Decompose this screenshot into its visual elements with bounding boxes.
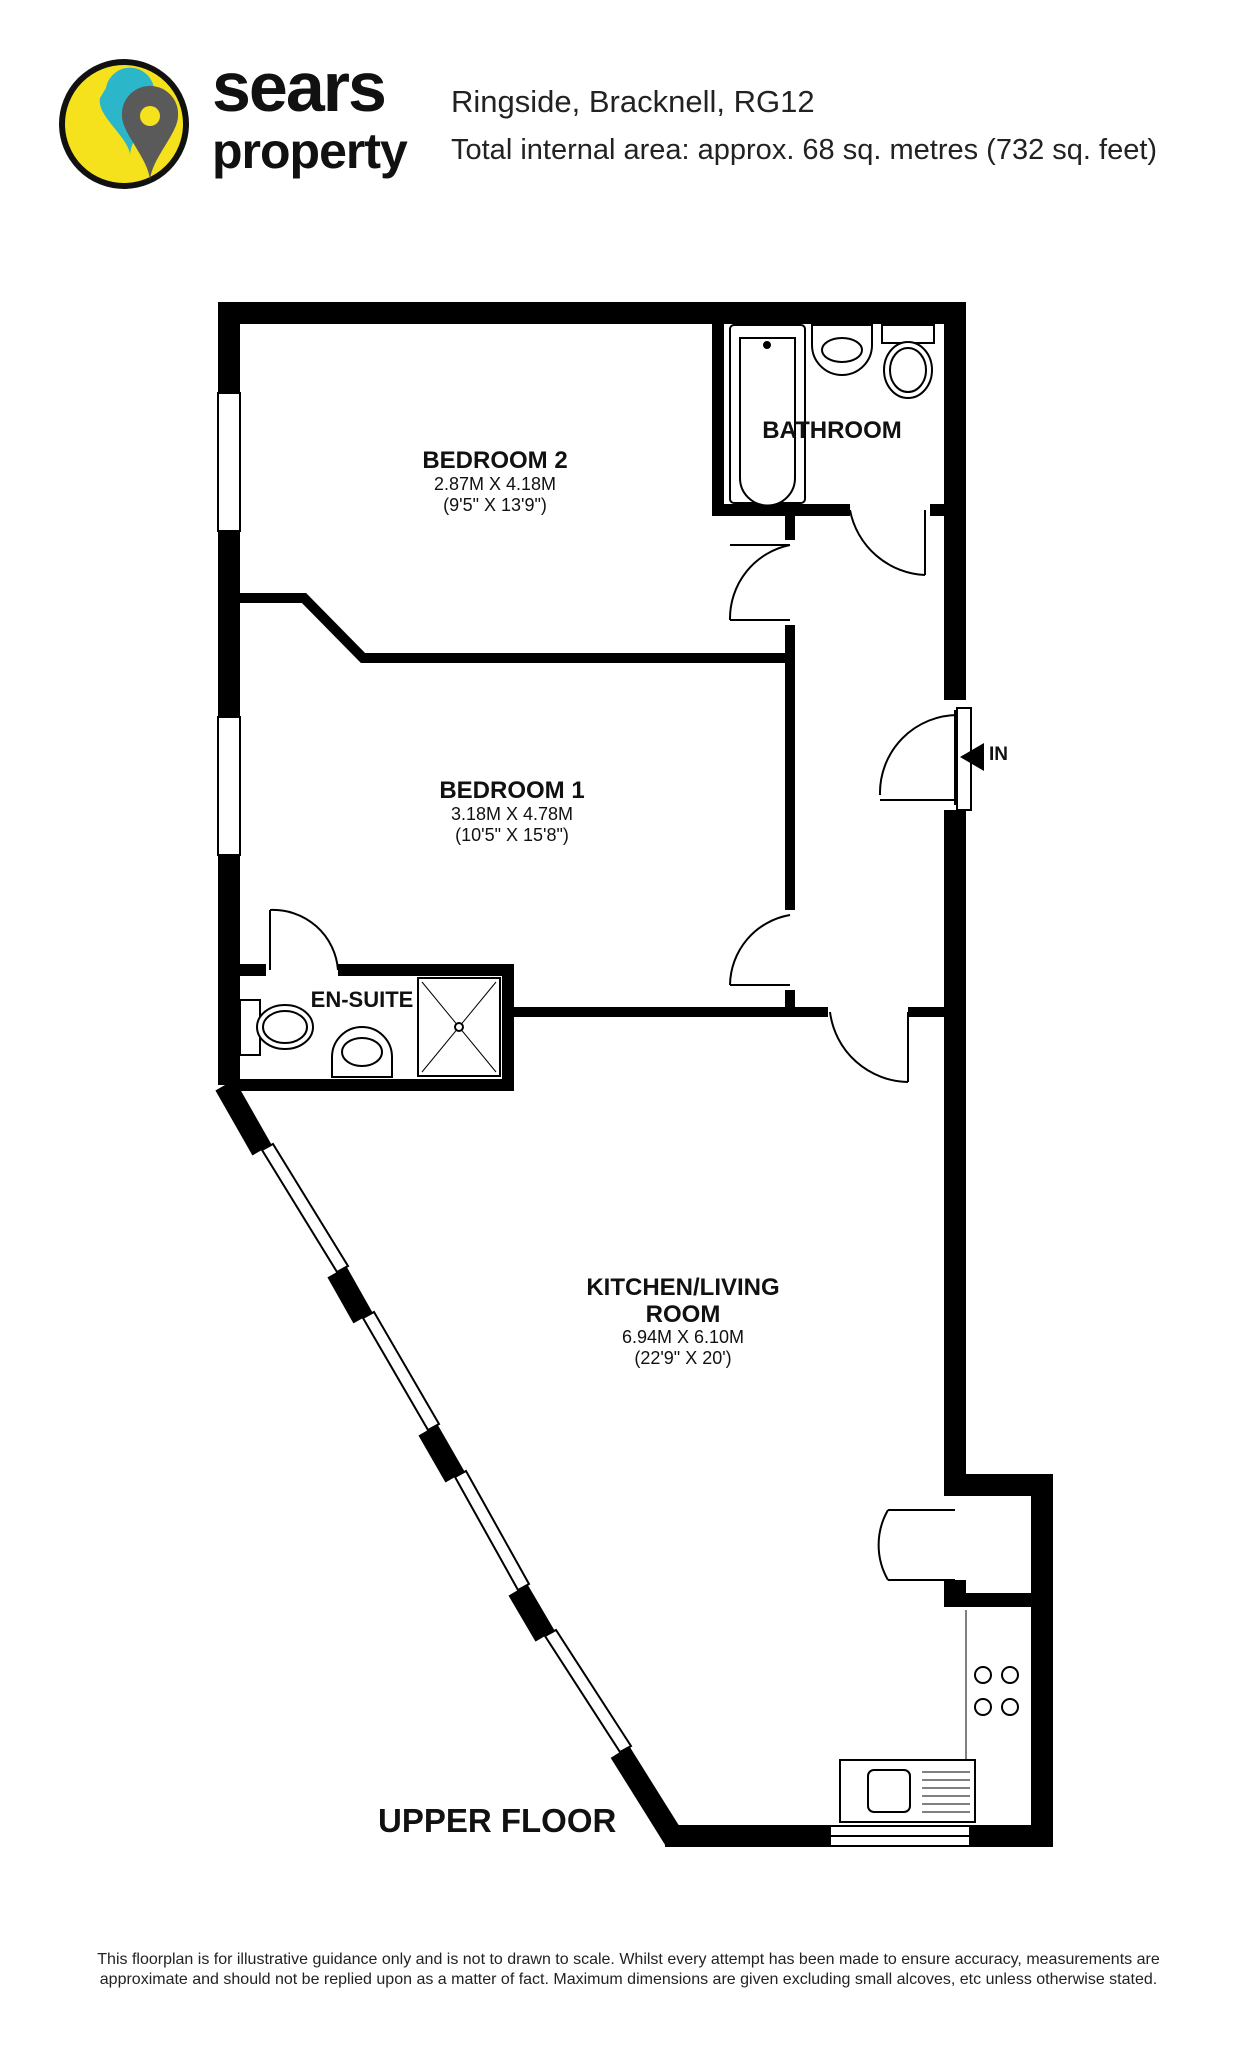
door-swings (269, 509, 959, 1581)
diagonal-windows (260, 1142, 633, 1754)
bedroom1-label: BEDROOM 1 (439, 777, 585, 804)
bedroom2-imperial: (9'5" X 13'9") (443, 495, 547, 515)
left-windows (217, 392, 241, 856)
total-area: Total internal area: approx. 68 sq. metr… (451, 134, 1158, 166)
sink-bowl-icon (867, 1769, 911, 1813)
entrance-label: IN (989, 744, 1008, 765)
kitchen-label-line1: KITCHEN/LIVING (586, 1274, 780, 1301)
kitchen-fixtures (839, 1610, 1019, 1823)
brand-name: sears (212, 48, 387, 126)
kitchen-metric: 6.94M X 6.10M (621, 1327, 745, 1347)
bedroom1-imperial: (10'5" X 15'8") (455, 825, 569, 845)
ensuite-fixtures (239, 977, 501, 1078)
outer-walls (215, 302, 1053, 1847)
hob-ring-icon (974, 1666, 992, 1684)
bedroom2-label: BEDROOM 2 (422, 447, 568, 474)
toilet-cistern-icon (881, 324, 935, 344)
interior-walls (229, 313, 955, 1091)
floor-label: UPPER FLOOR (378, 1802, 617, 1839)
bathroom-label: BATHROOM (762, 417, 902, 444)
kitchen-imperial: (22'9" X 20') (634, 1348, 732, 1368)
brand-sub: property (212, 123, 408, 179)
kitchen-label-line2: ROOM (645, 1301, 721, 1328)
bedroom2-metric: 2.87M X 4.18M (433, 474, 557, 494)
bedroom1-metric: 3.18M X 4.78M (450, 804, 574, 824)
disclaimer-line1: This floorplan is for illustrative guida… (97, 1951, 1160, 1968)
entrance-arrow-icon (960, 743, 984, 771)
ensuite-label: EN-SUITE (310, 987, 414, 1012)
property-address: Ringside, Bracknell, RG12 (451, 84, 815, 119)
sears-logo (59, 59, 189, 189)
bathroom-fixtures (729, 324, 935, 507)
disclaimer-line2: approximate and should not be replied up… (99, 1971, 1158, 1988)
logo-pin-hole (140, 106, 160, 126)
logo-grey-pin-icon (121, 85, 179, 182)
